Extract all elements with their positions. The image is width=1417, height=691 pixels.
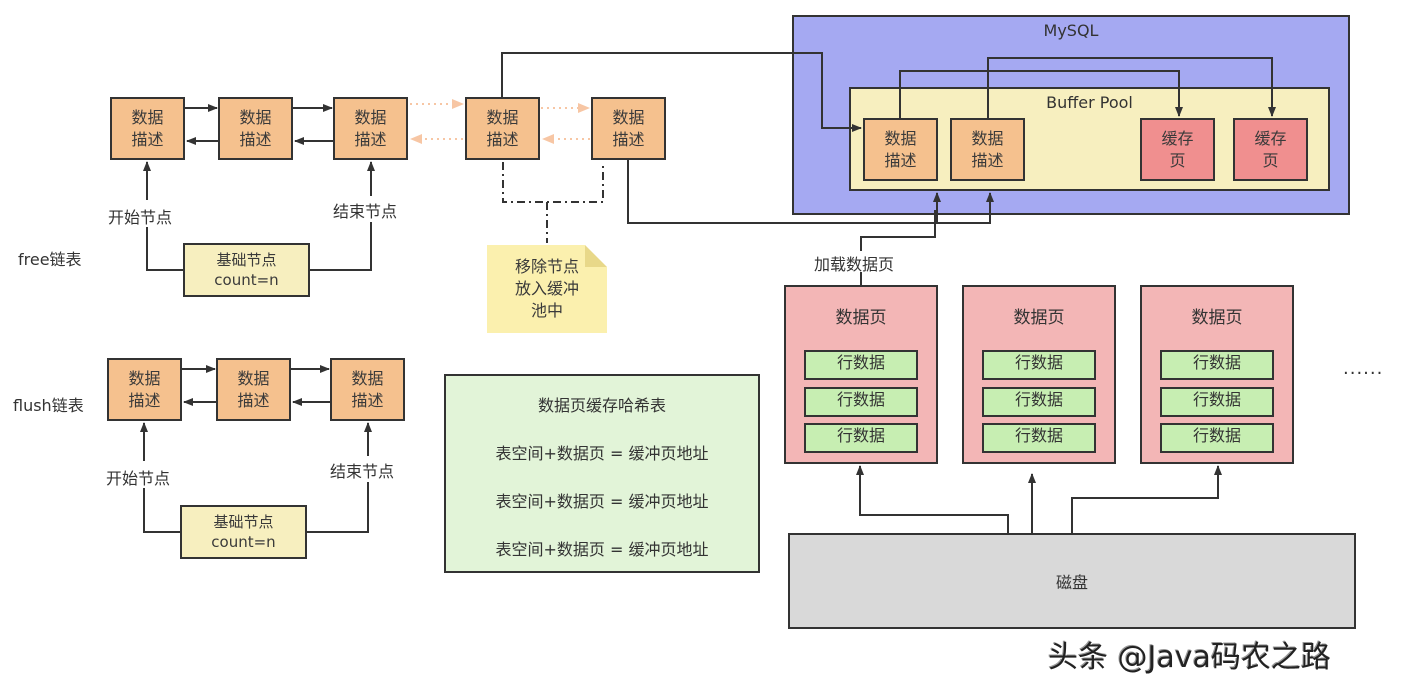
free-list-node: 数据 描述 (218, 97, 293, 160)
flush-start-pointer (143, 488, 180, 533)
hash-table-row: 表空间+数据页 = 缓冲页地址 (495, 444, 709, 463)
row-data: 行数据 (982, 350, 1096, 380)
disk-to-page-link (1071, 465, 1222, 533)
row-data: 行数据 (1160, 423, 1274, 453)
buffer-pool-descriptor: 数据 描述 (863, 118, 938, 181)
flush-list-base-node: 基础节点 count=n (180, 505, 307, 559)
free-list-base-node: 基础节点 count=n (183, 243, 310, 297)
flush-end-pointer (307, 482, 369, 533)
free-list-node: 数据 描述 (333, 97, 408, 160)
disk: 磁盘 (788, 533, 1356, 629)
mysql-title: MySQL (1043, 21, 1099, 40)
free-list-end-label: 结束节点 (333, 202, 398, 221)
cache-page: 缓存 页 (1233, 118, 1308, 181)
buffer-pool-descriptor: 数据 描述 (950, 118, 1025, 181)
data-page: 数据页 行数据 行数据 行数据 (962, 285, 1116, 464)
free-end-pointer (310, 222, 372, 271)
cache-page: 缓存 页 (1140, 118, 1215, 181)
hash-table-row: 表空间+数据页 = 缓冲页地址 (495, 540, 709, 559)
data-page-title: 数据页 (835, 308, 887, 328)
removed-node: 数据 描述 (591, 97, 666, 160)
more-pages-ellipsis: ...... (1343, 358, 1384, 379)
buffer-pool-title: Buffer Pool (1046, 93, 1133, 112)
row-data: 行数据 (1160, 387, 1274, 417)
free-list-node: 数据 描述 (110, 97, 185, 160)
row-data: 行数据 (804, 387, 918, 417)
data-page: 数据页 行数据 行数据 行数据 (1140, 285, 1294, 464)
flush-list-node: 数据 描述 (216, 358, 291, 421)
load-data-page-label: 加载数据页 (814, 255, 895, 274)
flush-list-end-label: 结束节点 (330, 462, 395, 481)
flush-list-label: flush链表 (13, 396, 84, 415)
removed-node: 数据 描述 (465, 97, 540, 160)
page-hash-table: 数据页缓存哈希表 表空间+数据页 = 缓冲页地址 表空间+数据页 = 缓冲页地址… (444, 374, 760, 573)
free-list-label: free链表 (18, 250, 82, 269)
hash-table-row: 表空间+数据页 = 缓冲页地址 (495, 492, 709, 511)
disk-to-page-link (856, 465, 1009, 533)
hash-table-title: 数据页缓存哈希表 (537, 396, 666, 415)
flush-list-node: 数据 描述 (330, 358, 405, 421)
removal-note: 移除节点 放入缓冲 池中 (487, 245, 607, 333)
data-page-title: 数据页 (1191, 308, 1243, 328)
flush-list-node: 数据 描述 (107, 358, 182, 421)
free-list-start-label: 开始节点 (108, 208, 173, 227)
data-page-title: 数据页 (1013, 308, 1065, 328)
row-data: 行数据 (804, 350, 918, 380)
free-start-pointer (146, 227, 183, 271)
watermark: 头条 @Java码农之路 (1048, 640, 1331, 675)
load-data-page-link (860, 210, 936, 251)
row-data: 行数据 (982, 423, 1096, 453)
flush-list-start-label: 开始节点 (106, 469, 171, 488)
row-data: 行数据 (804, 423, 918, 453)
row-data: 行数据 (1160, 350, 1274, 380)
data-page: 数据页 行数据 行数据 行数据 (784, 285, 938, 464)
row-data: 行数据 (982, 387, 1096, 417)
removal-note-link (502, 162, 604, 203)
